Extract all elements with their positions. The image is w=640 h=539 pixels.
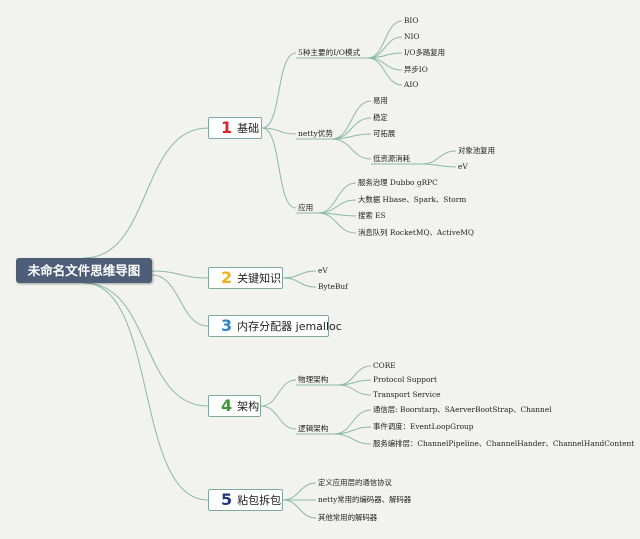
leaf-easy-to-use[interactable]: 易用 [373,96,388,105]
topic-architecture[interactable]: 4 架构 [208,395,261,417]
leaf-service-governance[interactable]: 服务治理 Dubbo gRPC [358,178,438,187]
leaf-bytebuf[interactable]: ByteBuf [318,282,348,291]
link-io-leaf-3 [367,57,403,71]
leaf-bio[interactable]: BIO [404,16,419,25]
link-apps-leaf-0 [317,182,357,214]
leaf-core[interactable]: CORE [373,361,396,370]
topic-label: 粘包拆包 [237,494,282,507]
leaf-search[interactable]: 搜索 ES [358,211,386,220]
leaf-transport-service[interactable]: Transport Service [373,390,441,399]
link-basics-netty [261,127,297,135]
leaf-communication-layer[interactable]: 通信层: Boorstarp、SAerverBootStrap、Channel [373,405,552,414]
leaf-object-pool[interactable]: 对象池复用 [458,146,495,155]
leaf-nio[interactable]: NIO [404,32,420,41]
link-io-leaf-4 [367,57,403,86]
link-root-arch [83,282,209,407]
subtopic-logical-architecture[interactable]: 逻辑架构 [298,424,329,433]
leaf-big-data[interactable]: 大数据 Hbase、Spark、Storm [358,195,467,204]
leaf-ev-key[interactable]: eV [318,266,328,275]
link-root-basics [83,127,209,259]
link-root-key [151,270,209,279]
topic-label: 关键知识 [237,272,282,285]
link-netty-leaf-2 [331,133,372,140]
leaf-aio[interactable]: AIO [404,80,419,89]
topic-key-knowledge[interactable]: 2 关键知识 [208,267,283,289]
topic-basics[interactable]: 1 基础 [208,117,262,139]
leaf-define-protocol[interactable]: 定义应用层的通信协议 [318,478,392,487]
topic-number: 3 [221,316,233,335]
leaf-protocol-support[interactable]: Protocol Support [373,375,437,384]
link-logical-leaf-0 [333,409,372,435]
subtopic-netty-advantages[interactable]: netty优势 [298,129,333,138]
link-basics-apps [261,127,297,209]
topic-packet-framing[interactable]: 5 粘包拆包 [208,489,283,511]
link-io-leaf-0 [367,20,403,59]
leaf-async-io[interactable]: 异步IO [404,65,428,74]
link-root-memory [151,274,209,327]
link-basics-io [261,52,297,129]
leaf-io-multiplexing[interactable]: I/O多路复用 [404,48,446,57]
leaf-event-scheduling[interactable]: 事件调度：EventLoopGroup [373,422,474,431]
leaf-common-codecs[interactable]: netty常用的编码器、解码器 [318,495,412,504]
link-netty-leaf-3 [331,138,372,160]
link-lowres-leaf-0 [421,150,457,165]
link-key-ev [282,270,317,279]
subtopic-physical-architecture[interactable]: 物理架构 [298,375,329,384]
topic-number: 2 [221,268,233,287]
subtopic-applications[interactable]: 应用 [298,203,314,212]
link-arch-physical [260,379,297,407]
link-lowres-leaf-1 [421,163,457,168]
leaf-extensible[interactable]: 可拓展 [373,129,396,138]
link-apps-leaf-1 [317,199,357,214]
link-physical-leaf-2 [337,384,372,396]
subtopic-io-modes[interactable]: 5种主要的I/O模式 [298,48,361,57]
topic-number: 5 [221,490,233,509]
link-arch-logical [260,405,297,430]
topic-number: 4 [221,396,233,415]
link-netty-leaf-0 [331,100,372,140]
topic-label: 内存分配器 jemalloc [237,320,342,333]
topic-memory-allocator[interactable]: 3 内存分配器 jemalloc [208,315,342,337]
link-netty-leaf-1 [331,117,372,140]
leaf-low-resource[interactable]: 低资源消耗 [373,154,410,163]
link-logical-leaf-2 [333,433,372,445]
leaf-ev[interactable]: eV [458,162,468,171]
link-framing-leaf-2 [282,499,317,519]
link-root-framing [83,282,209,501]
link-apps-leaf-3 [317,212,357,234]
link-framing-leaf-0 [282,482,317,501]
topic-number: 1 [221,118,233,137]
topic-label: 基础 [237,122,260,135]
leaf-other-decoders[interactable]: 其他常用的解码器 [318,513,378,522]
root-topic[interactable]: 未命名文件思维导图 [16,258,152,283]
leaf-message-queue[interactable]: 消息队列 RocketMQ、ActiveMQ [358,228,474,237]
leaf-service-orchestration[interactable]: 服务编排层：ChannelPipeline、ChannelHander、Chan… [373,439,635,448]
link-key-bytebuf [282,277,317,288]
topic-label: 架构 [237,400,260,413]
leaf-stable[interactable]: 稳定 [373,113,388,122]
